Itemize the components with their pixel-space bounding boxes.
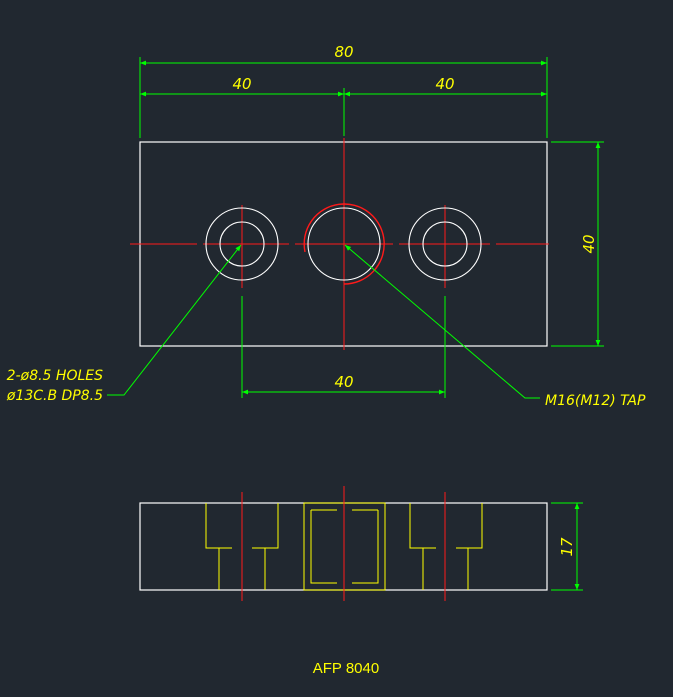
drawing-title: AFP 8040 — [313, 660, 379, 677]
dimension-lines — [107, 57, 604, 399]
thickness-dimension — [551, 502, 583, 591]
note-holes-line1: 2-ø8.5 HOLES — [7, 368, 103, 384]
dimension-texts: 80 40 40 40 40 — [232, 43, 598, 391]
dim-hole-spacing: 40 — [334, 373, 353, 391]
note-holes-line2: ø13C.B DP8.5 — [6, 388, 103, 404]
left-counterbore-hole — [205, 207, 279, 281]
top-view — [130, 138, 549, 350]
dim-left-spacing: 40 — [232, 75, 251, 93]
dim-right-spacing: 40 — [435, 75, 454, 93]
center-tapped-hole — [303, 203, 385, 285]
centerlines — [130, 138, 549, 350]
side-view: 17 — [139, 486, 583, 601]
right-counterbore-hole — [408, 207, 482, 281]
side-centerlines — [241, 486, 446, 601]
dim-height: 40 — [580, 234, 598, 253]
dim-thickness: 17 — [558, 537, 576, 557]
dim-overall-width: 80 — [334, 43, 353, 61]
notes: 2-ø8.5 HOLES ø13C.B DP8.5 M16(M12) TAP — [6, 368, 646, 409]
note-tap: M16(M12) TAP — [545, 393, 646, 409]
